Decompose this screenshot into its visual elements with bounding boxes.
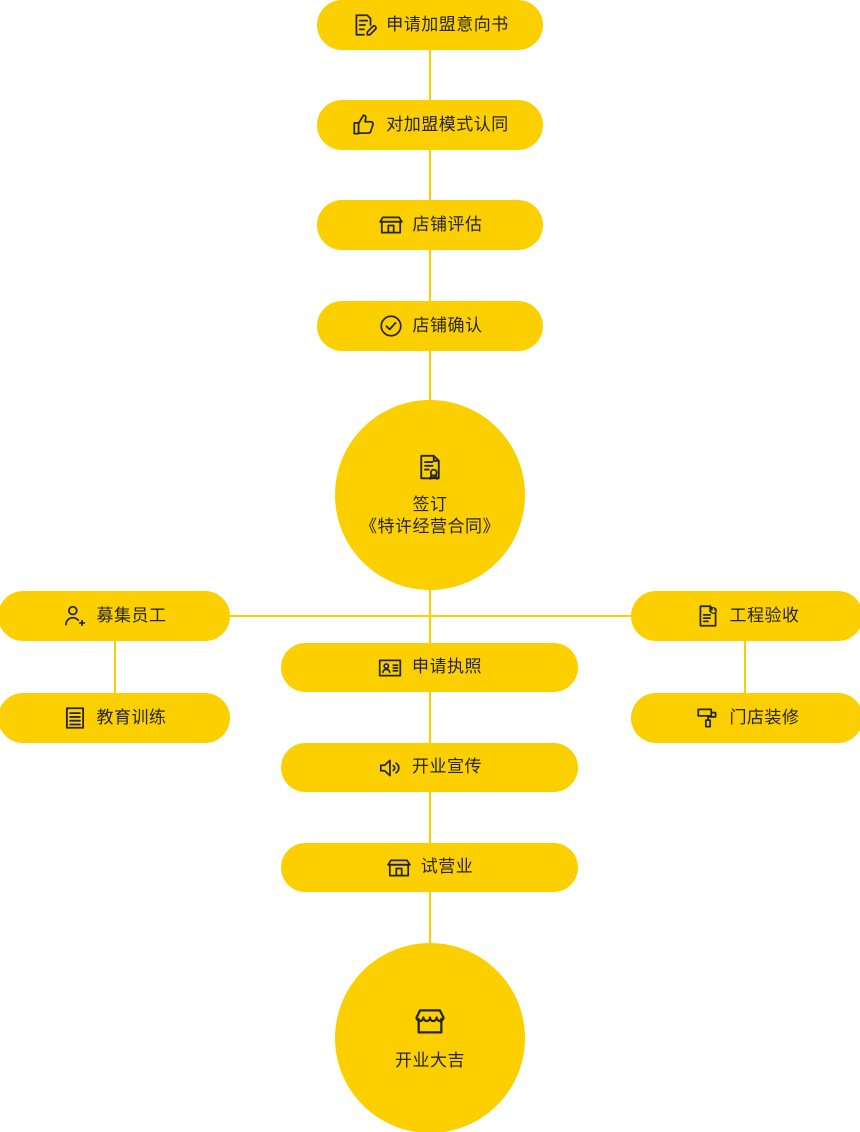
node-sign-contract[interactable]: 签订 《特许经营合同》 (335, 400, 525, 590)
connector-intent-to-approval (429, 50, 431, 100)
node-label: 门店装修 (729, 707, 800, 727)
connector-recruit-to-training (114, 641, 116, 693)
thumbs-up-icon (351, 112, 377, 138)
clipboard-check-icon (695, 603, 721, 629)
node-label: 店铺评估 (412, 214, 483, 234)
user-plus-icon (62, 603, 88, 629)
check-circle-icon (378, 313, 404, 339)
connector-trial-to-opening (429, 892, 431, 944)
node-store-confirm[interactable]: 店铺确认 (317, 301, 543, 351)
node-label: 募集员工 (96, 605, 167, 625)
storefront-icon (378, 212, 404, 238)
connector-confirm-to-contract (429, 351, 431, 401)
node-opening-promotion[interactable]: 开业宣传 (281, 743, 578, 792)
connector-license-to-promo (429, 692, 431, 743)
node-recruit-staff[interactable]: 募集员工 (0, 591, 230, 641)
paint-roller-icon (695, 705, 721, 731)
document-pencil-icon (351, 12, 378, 38)
connector-branch-horizontal (0, 615, 860, 617)
storefront-icon (386, 855, 412, 881)
node-intent-letter[interactable]: 申请加盟意向书 (317, 0, 543, 50)
node-label-line2: 《特许经营合同》 (360, 517, 500, 536)
connector-accept-to-decor (744, 641, 746, 693)
node-store-eval[interactable]: 店铺评估 (317, 200, 543, 250)
node-label: 开业大吉 (395, 1050, 465, 1070)
node-apply-license[interactable]: 申请执照 (281, 643, 578, 692)
node-label: 申请加盟意向书 (386, 14, 509, 34)
node-staff-training[interactable]: 教育训练 (0, 693, 230, 743)
node-label: 试营业 (420, 857, 474, 877)
shop-icon (413, 1004, 447, 1038)
node-model-approval[interactable]: 对加盟模式认同 (317, 100, 543, 150)
connector-promo-to-trial (429, 792, 431, 843)
node-grand-opening[interactable]: 开业大吉 (335, 943, 525, 1132)
connector-approval-to-eval (429, 150, 431, 200)
node-label: 店铺确认 (412, 315, 483, 335)
id-card-icon (377, 655, 403, 681)
certificate-icon (415, 452, 445, 482)
node-label: 工程验收 (729, 605, 800, 625)
node-project-acceptance[interactable]: 工程验收 (631, 591, 860, 641)
megaphone-icon (377, 755, 403, 781)
node-trial-opening[interactable]: 试营业 (281, 843, 578, 892)
node-label: 申请执照 (412, 657, 482, 677)
node-label: 教育训练 (96, 707, 167, 727)
node-store-decoration[interactable]: 门店装修 (631, 693, 860, 743)
connector-eval-to-confirm (429, 250, 431, 301)
node-label: 签订 《特许经营合同》 (360, 494, 500, 538)
node-label: 开业宣传 (412, 757, 482, 777)
book-list-icon (62, 705, 88, 731)
node-label-line1: 签订 (412, 494, 448, 514)
node-label: 对加盟模式认同 (386, 114, 509, 134)
